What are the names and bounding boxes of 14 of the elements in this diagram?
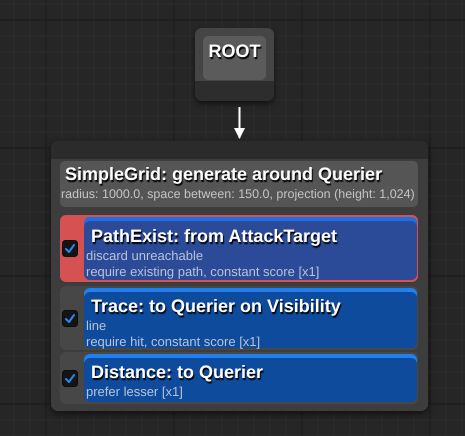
node-title: SimpleGrid: generate around Querier <box>65 163 382 186</box>
node-title: Trace: to Querier on Visibility <box>90 295 341 318</box>
node-title: Distance: to Querier <box>90 361 264 384</box>
node-title: ROOT <box>208 40 260 63</box>
node-subtitle: radius: 1000.0, space between: 150.0, projection (height: 1,024) <box>61 187 415 201</box>
node-detail: discard unreachable <box>85 248 204 264</box>
node-detail: require existing path, constant score [x1] <box>85 264 320 279</box>
arrow <box>234 107 245 139</box>
generator-node <box>51 141 428 411</box>
root-node <box>195 28 274 101</box>
node-title: PathExist: from AttackTarget <box>90 225 338 248</box>
node-detail: prefer lesser [x1] <box>85 384 183 400</box>
node-detail: line <box>85 318 106 334</box>
node-detail: require hit, constant score [x1] <box>85 334 260 349</box>
